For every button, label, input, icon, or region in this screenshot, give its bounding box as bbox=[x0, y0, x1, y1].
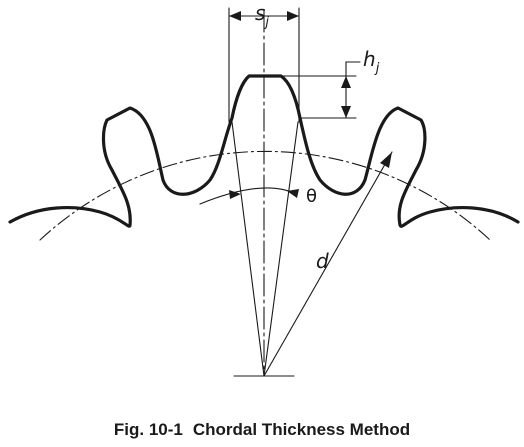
theta-label: θ bbox=[306, 186, 317, 207]
pitch-circle bbox=[39, 150, 491, 241]
diameter-line bbox=[263, 151, 393, 377]
theta-arc bbox=[199, 187, 297, 205]
hj-arrow-top bbox=[341, 76, 351, 88]
sj-arrow-left bbox=[229, 11, 241, 21]
sj-label: sj bbox=[255, 1, 269, 30]
figure-title: Chordal Thickness Method bbox=[193, 420, 410, 439]
theta-line-left bbox=[231, 121, 265, 377]
figure-number: Fig. 10-1 bbox=[114, 420, 183, 439]
sj-arrow-right bbox=[287, 11, 299, 21]
hj-label: hj bbox=[363, 47, 380, 76]
theta-line-right bbox=[263, 121, 299, 377]
hj-arrow-bottom bbox=[341, 106, 351, 118]
diameter-arrowhead bbox=[380, 152, 392, 168]
diameter-label: d bbox=[316, 249, 329, 273]
theta-arrow-left bbox=[229, 190, 241, 199]
figure-caption: Fig. 10-1 Chordal Thickness Method bbox=[114, 420, 410, 439]
gear-tooth-profile bbox=[8, 74, 520, 228]
theta-arrow-right bbox=[287, 189, 299, 198]
